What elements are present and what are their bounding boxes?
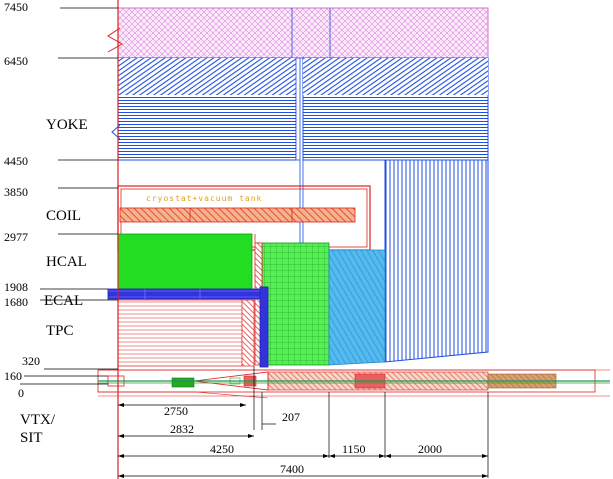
coil-conductor (119, 207, 356, 223)
yoke-endcap-plates (384, 159, 489, 363)
label-coil: COIL (46, 208, 81, 224)
y-label-6450: 6450 (4, 54, 28, 68)
ecal-endcap (259, 286, 269, 368)
axis-break-mark (111, 124, 121, 140)
dim-label-1150: 1150 (342, 442, 366, 456)
yoke-endcap-diag (303, 58, 488, 95)
tpc-volume (117, 299, 243, 367)
y-label-1680: 1680 (4, 295, 28, 309)
muon-outer-region (117, 7, 489, 59)
label-tpc: TPC (46, 323, 74, 339)
dimension-lines (118, 366, 489, 478)
label-sit: SIT (20, 430, 43, 446)
hcal-endcap (261, 242, 330, 366)
hcal-barrel (117, 233, 253, 290)
cryostat-label: cryostat+vacuum tank (146, 194, 262, 203)
dim-label-2832: 2832 (170, 422, 194, 436)
yoke-corner-upper (118, 58, 296, 95)
y-label-320: 320 (22, 354, 40, 368)
dim-label-2000: 2000 (418, 442, 442, 456)
label-ecal: ECAL (44, 293, 83, 309)
tpc-endplate (241, 299, 255, 367)
y-label-7450: 7450 (4, 0, 28, 14)
label-hcal: HCAL (46, 254, 87, 270)
y-label-4450: 4450 (4, 154, 28, 168)
y-label-2977: 2977 (4, 230, 28, 244)
label-yoke: YOKE (46, 117, 88, 133)
dim-label-7400: 7400 (280, 462, 304, 476)
dim-label-2750: 2750 (164, 404, 188, 418)
y-label-0: 0 (18, 386, 24, 400)
y-label-160: 160 (4, 369, 22, 383)
label-vtx: VTX/ (20, 412, 56, 428)
axis-break-mark (107, 27, 124, 53)
endcap-cyan-region (328, 249, 386, 366)
dim-label-4250: 4250 (210, 442, 234, 456)
dim-label-207: 207 (282, 410, 300, 424)
dimension-arrows (118, 403, 488, 478)
inner-green-element (171, 377, 195, 388)
ecal-barrel (107, 288, 261, 300)
beamline-cone-lower (98, 391, 269, 399)
endcap-red-outline (254, 234, 262, 244)
y-label-1908: 1908 (4, 280, 28, 294)
y-label-3850: 3850 (4, 185, 28, 199)
